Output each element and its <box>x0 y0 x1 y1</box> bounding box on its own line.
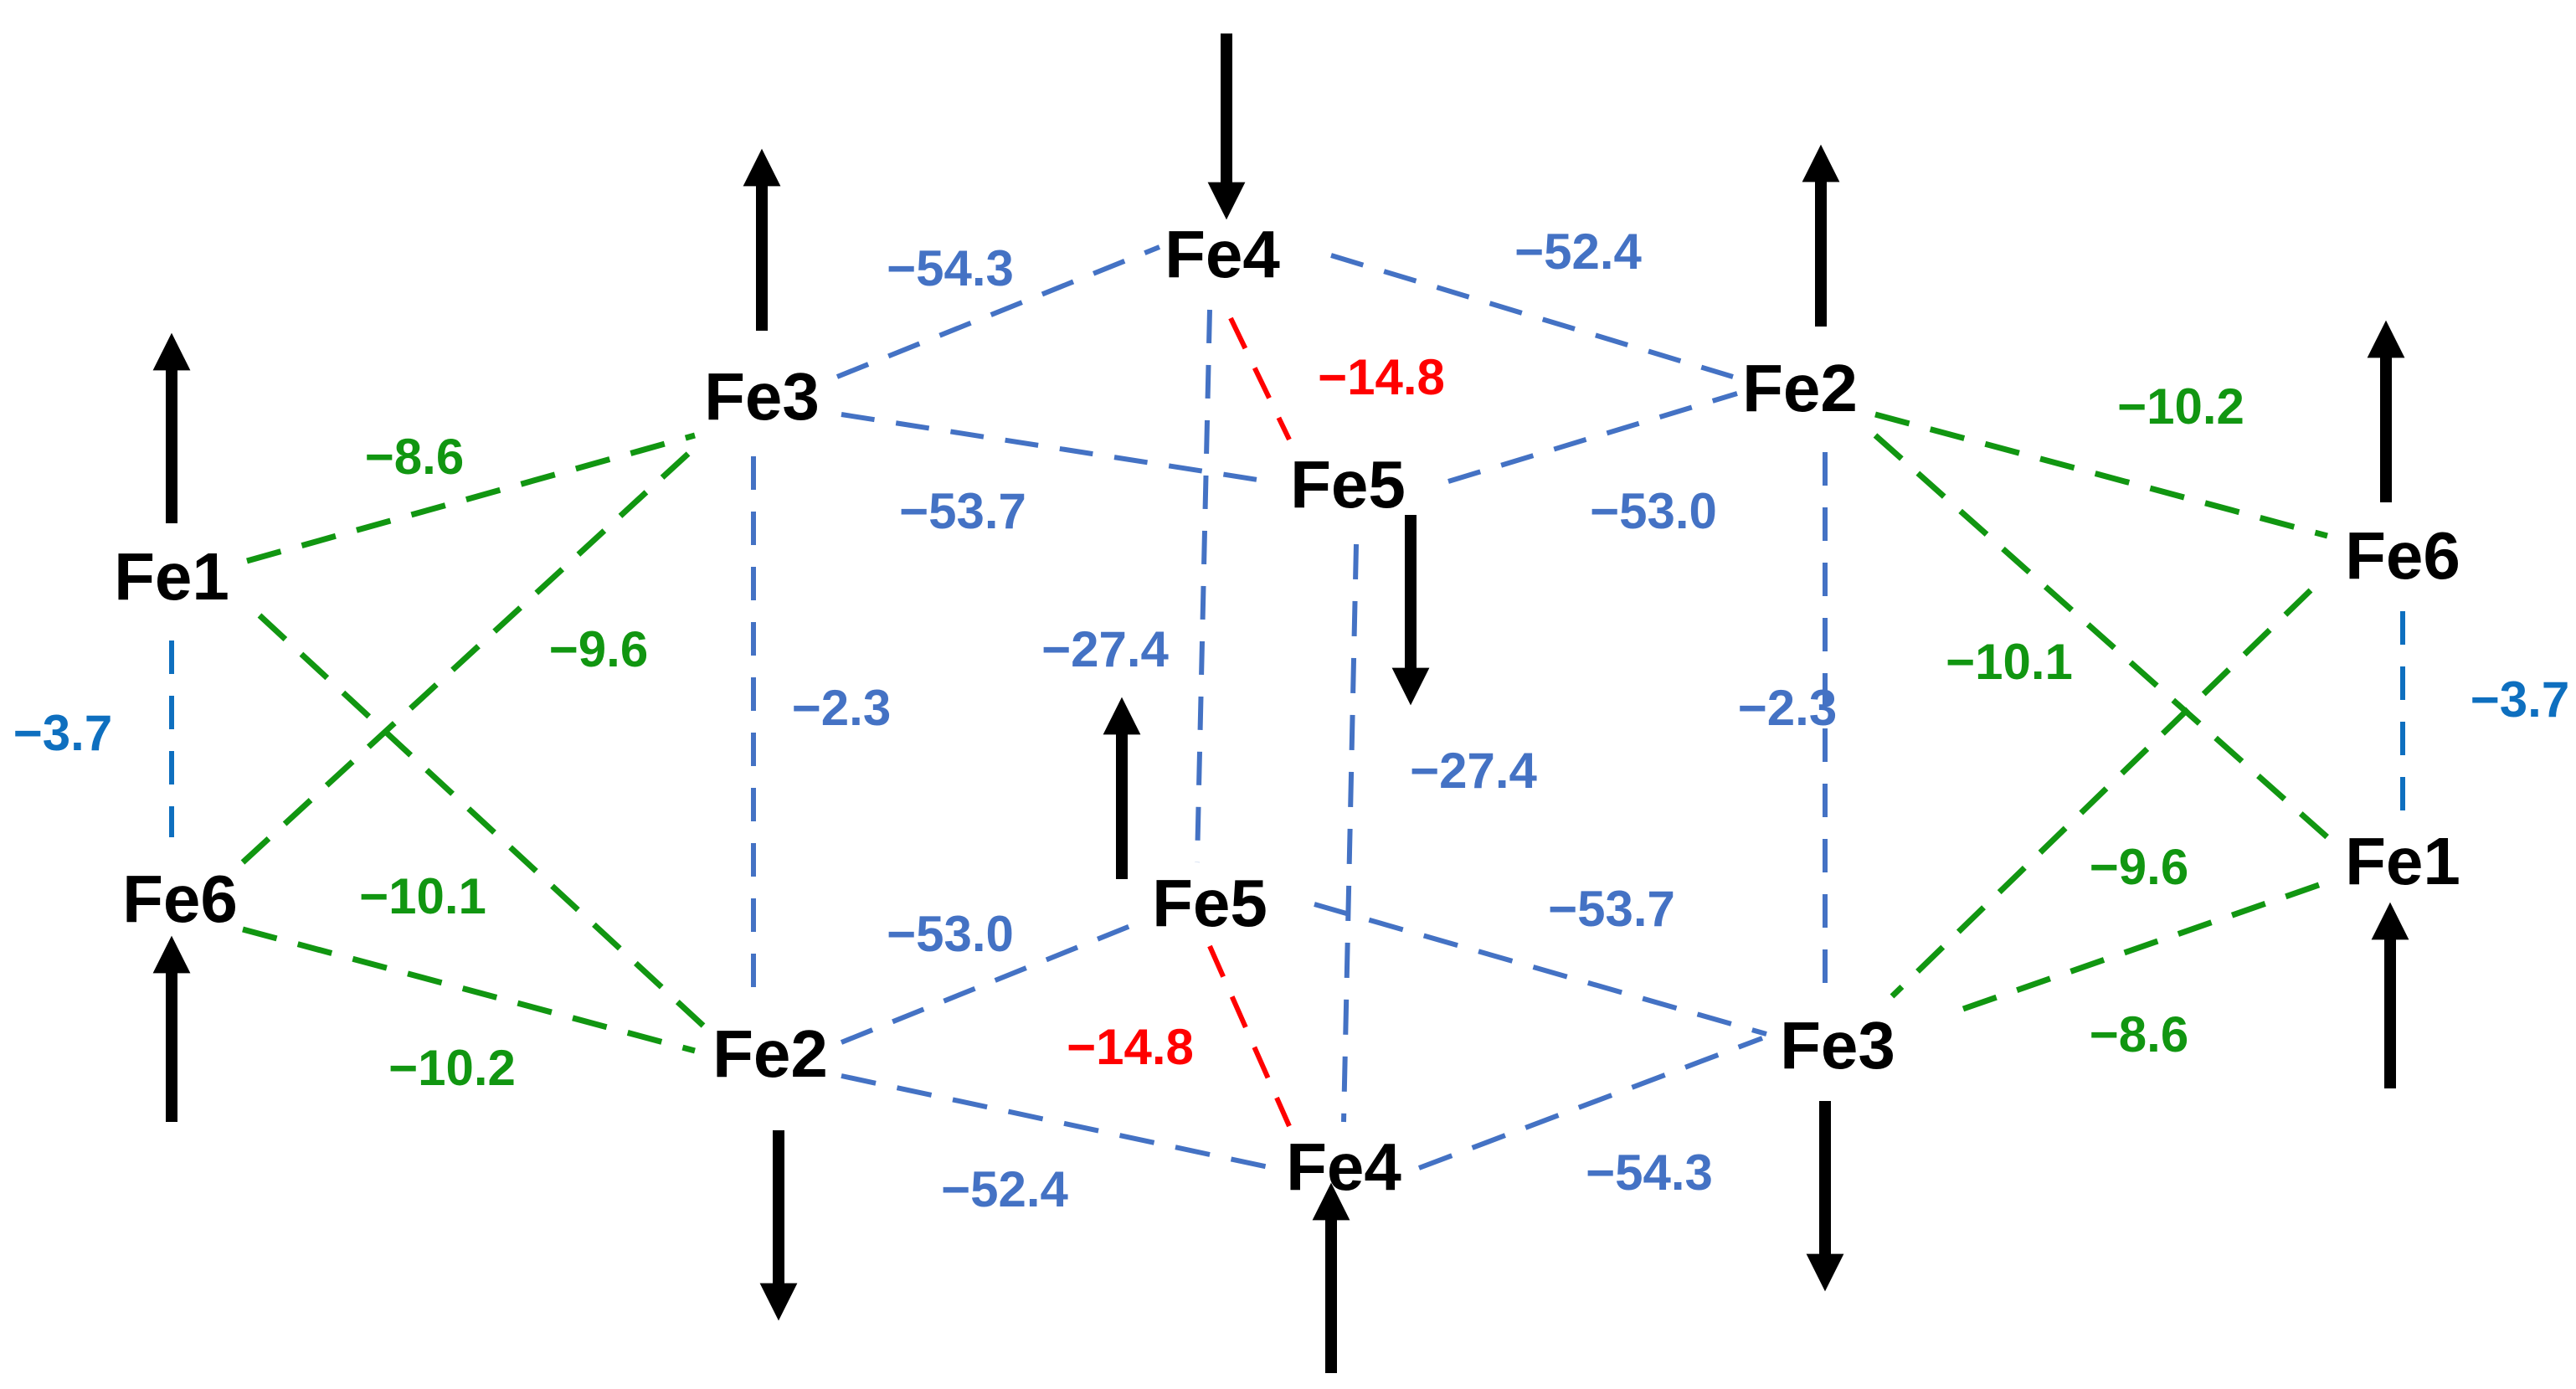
atom-label-t_fe4: Fe4 <box>1165 217 1280 291</box>
coupling-value-l_fe2-b_fe4: −52.4 <box>941 1161 1068 1217</box>
atom-label-b_fe5: Fe5 <box>1152 866 1267 940</box>
coupling-line-l_fe2-b_fe4 <box>841 1073 1273 1170</box>
coupling-value-l_fe1-l_fe3: −8.6 <box>365 429 464 485</box>
coupling-value-l_fe2-b_fe5: −53.0 <box>887 906 1014 962</box>
coupling-line-r_fe6-r_fe3 <box>1890 588 2313 999</box>
coupling-value-l_fe3-t_fe5: −53.7 <box>899 483 1026 539</box>
coupling-value-l_fe6-l_fe2: −10.2 <box>388 1040 516 1096</box>
atom-label-l_fe6: Fe6 <box>122 862 238 936</box>
coupling-line-r_fe3-r_fe1 <box>1962 876 2337 1012</box>
exchange-couplings <box>169 244 2405 1170</box>
coupling-value-t_fe4-r_fe2: −52.4 <box>1514 224 1642 280</box>
coupling-value-labels: −3.7 −8.6 −9.6 −10.1 −10.2 −2.3 −54.3 −53.7 −52.… <box>13 224 2569 1217</box>
coupling-line-l_fe6-l_fe2 <box>242 926 696 1054</box>
coupling-line-l_fe1-l_fe2 <box>257 613 706 1028</box>
atom-label-l_fe2: Fe2 <box>712 1016 828 1091</box>
atom-label-r_fe2: Fe2 <box>1742 351 1858 425</box>
atom-label-r_fe1: Fe1 <box>2345 824 2460 898</box>
coupling-value-b_fe5-b_fe4: −14.8 <box>1067 1019 1194 1075</box>
coupling-line-r_fe2-r_fe1 <box>1873 433 2330 840</box>
coupling-line-r_fe2-r_fe6 <box>1874 411 2328 539</box>
coupling-line-l_fe6-l_fe3 <box>240 441 702 865</box>
coupling-value-b_fe5-r_fe3: −53.7 <box>1548 881 1675 937</box>
coupling-line-t_fe5-r_fe2 <box>1447 391 1738 484</box>
atom-label-t_fe5: Fe5 <box>1290 447 1406 522</box>
coupling-line-l_fe1-l_fe3 <box>246 432 696 564</box>
coupling-line-l_fe3-t_fe4 <box>836 244 1161 379</box>
atom-label-r_fe3: Fe3 <box>1780 1008 1895 1083</box>
atom-label-r_fe6: Fe6 <box>2345 518 2460 593</box>
atom-label-l_fe1: Fe1 <box>114 539 229 614</box>
coupling-line-t_fe5-b_fe4 <box>1341 543 1359 1123</box>
coupling-value-r_fe2-r_fe6: −10.2 <box>2117 378 2244 435</box>
coupling-value-r_fe6-r_fe1: −3.7 <box>2471 671 2569 728</box>
coupling-line-b_fe5-r_fe3 <box>1314 902 1767 1037</box>
coupling-value-r_fe6-r_fe3: −9.6 <box>2090 839 2188 895</box>
coupling-value-t_fe5-r_fe2: −53.0 <box>1590 483 1717 539</box>
coupling-value-b_fe4-r_fe3: −54.3 <box>1586 1145 1713 1201</box>
atom-label-b_fe4: Fe4 <box>1286 1129 1401 1204</box>
coupling-line-t_fe4-b_fe5 <box>1195 309 1212 863</box>
coupling-value-r_fe2-r_fe3: −2.3 <box>1738 680 1837 736</box>
atom-label-l_fe3: Fe3 <box>704 359 820 434</box>
coupling-line-t_fe4-r_fe2 <box>1330 253 1734 379</box>
coupling-value-l_fe1-l_fe6: −3.7 <box>13 705 112 761</box>
coupling-value-l_fe3-l_fe2: −2.3 <box>792 680 891 736</box>
coupling-line-t_fe4-t_fe5 <box>1228 316 1292 441</box>
coupling-value-l_fe1-l_fe2: −10.1 <box>359 868 486 924</box>
coupling-line-b_fe4-r_fe3 <box>1417 1036 1764 1170</box>
coupling-line-l_fe3-t_fe5 <box>841 412 1269 484</box>
coupling-value-l_fe6-l_fe3: −9.6 <box>549 621 648 677</box>
coupling-value-t_fe5-b_fe4: −27.4 <box>1410 743 1537 799</box>
coupling-value-t_fe4-b_fe5: −27.4 <box>1041 621 1169 677</box>
coupling-value-l_fe3-t_fe4: −54.3 <box>887 240 1014 296</box>
spin-arrows <box>152 33 2409 1373</box>
coupling-line-b_fe5-b_fe4 <box>1207 944 1292 1128</box>
coupling-value-t_fe4-t_fe5: −14.8 <box>1318 349 1445 405</box>
coupling-value-r_fe2-r_fe1: −10.1 <box>1946 634 2073 690</box>
coupling-value-r_fe3-r_fe1: −8.6 <box>2090 1006 2188 1062</box>
